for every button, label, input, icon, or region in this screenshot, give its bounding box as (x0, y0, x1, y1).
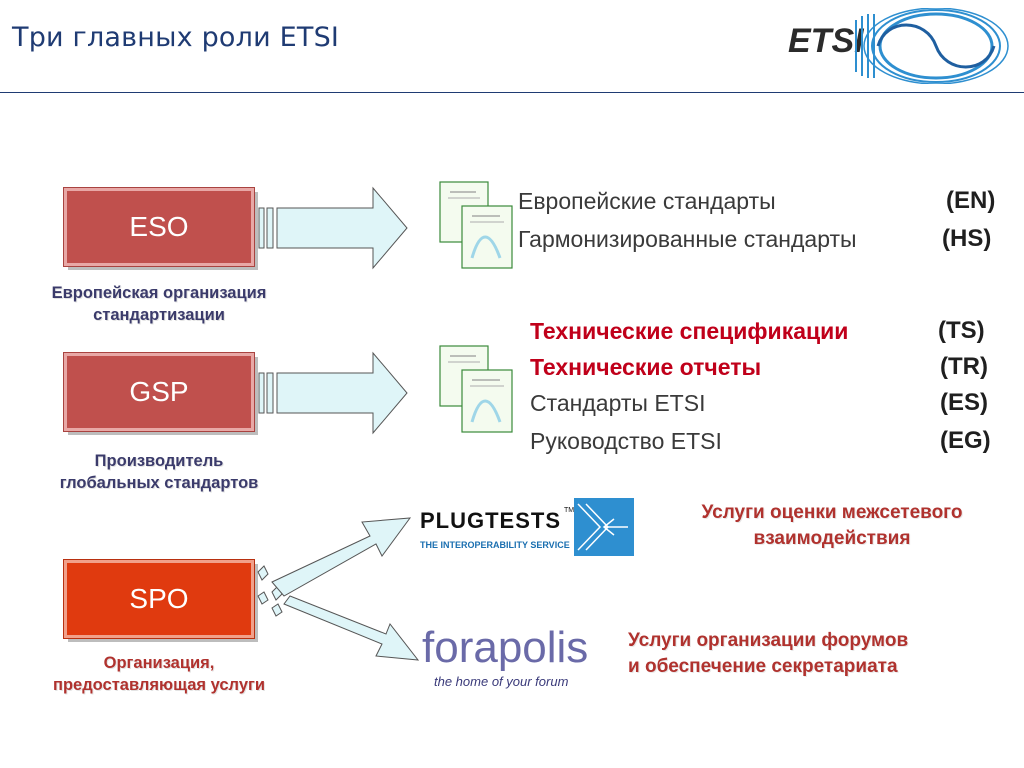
slide-title: Три главных роли ETSI (12, 22, 340, 53)
plugtests-logo-sub: THE INTEROPERABILITY SERVICE (420, 540, 570, 550)
spo-box: SPO (63, 559, 255, 639)
eso-output-en-code: (EN) (946, 187, 996, 214)
gsp-output-tr-name: Технические отчеты (530, 354, 762, 380)
eso-output-hs-name: Гармонизированные стандарты (518, 226, 857, 252)
gsp-output-eg-code: (EG) (940, 427, 991, 454)
gsp-arrow-icon (258, 351, 408, 435)
eso-box: ESO (63, 187, 255, 267)
forapolis-logo-main: forapolis (422, 623, 588, 672)
gsp-output-es-name: Стандарты ETSI (530, 390, 706, 416)
forapolis-logo-sub: the home of your forum (434, 674, 569, 689)
gsp-caption-line1: Производитель (94, 452, 224, 470)
etsi-logo: ETSI (788, 8, 1009, 84)
etsi-logo-text: ETSI (788, 22, 865, 60)
plugtests-logo: PLUGTESTS TM THE INTEROPERABILITY SERVIC… (418, 498, 634, 556)
eso-caption-line2: стандартизации (93, 306, 225, 324)
eso-documents-icon (439, 181, 513, 269)
gsp-output-es: Стандарты ETSI (ES) (530, 386, 1010, 420)
plugtests-logo-tm: TM (564, 507, 574, 514)
forapolis-service-text: Услуги организации форумов и обеспечение… (628, 628, 1018, 680)
plugtests-service-line1: Услуги оценки межсетевого (701, 502, 963, 523)
gsp-output-eg-name: Руководство ETSI (530, 428, 722, 454)
plugtests-logo-main: PLUGTESTS (420, 508, 561, 533)
title-divider (0, 92, 1024, 93)
gsp-output-ts-name: Технические спецификации (530, 318, 849, 344)
spo-caption-line2: предоставляющая услуги (52, 676, 266, 694)
forapolis-service-line1: Услуги организации форумов (628, 630, 909, 651)
eso-output-hs: Гармонизированные стандарты (HS) (518, 222, 1013, 256)
plugtests-service-text: Услуги оценки межсетевого взаимодействия (652, 500, 1012, 552)
gsp-label: GSP (129, 376, 189, 407)
gsp-output-es-code: (ES) (940, 389, 988, 416)
eso-label: ESO (129, 211, 189, 242)
eso-caption: Европейская организация стандартизации (14, 282, 304, 326)
spo-caption-line1: Организация, (103, 654, 215, 672)
spo-caption: Организация, предоставляющая услуги (14, 652, 304, 696)
gsp-box: GSP (63, 352, 255, 432)
eso-output-en: Европейские стандарты (EN) (518, 184, 1013, 218)
eso-arrow-icon (258, 186, 408, 270)
eso-output-hs-code: (HS) (942, 225, 992, 252)
gsp-caption-line2: глобальных стандартов (59, 474, 259, 492)
forapolis-logo: forapolis the home of your forum (422, 623, 588, 689)
forapolis-service-line2: и обеспечение секретариата (628, 656, 898, 677)
gsp-output-tr: Технические отчеты (TR) (530, 350, 1010, 384)
eso-caption-line1: Европейская организация (51, 284, 267, 302)
gsp-output-tr-code: (TR) (940, 353, 988, 380)
spo-split-arrows-icon (257, 517, 420, 661)
eso-output-en-name: Европейские стандарты (518, 188, 776, 214)
gsp-output-eg: Руководство ETSI (EG) (530, 424, 1010, 458)
spo-label: SPO (129, 583, 189, 614)
plugtests-service-line2: взаимодействия (753, 528, 911, 549)
gsp-documents-icon (439, 345, 513, 433)
gsp-caption: Производитель глобальных стандартов (14, 450, 304, 494)
gsp-output-ts: Технические спецификации (TS) (530, 314, 1010, 348)
gsp-output-ts-code: (TS) (938, 317, 985, 344)
